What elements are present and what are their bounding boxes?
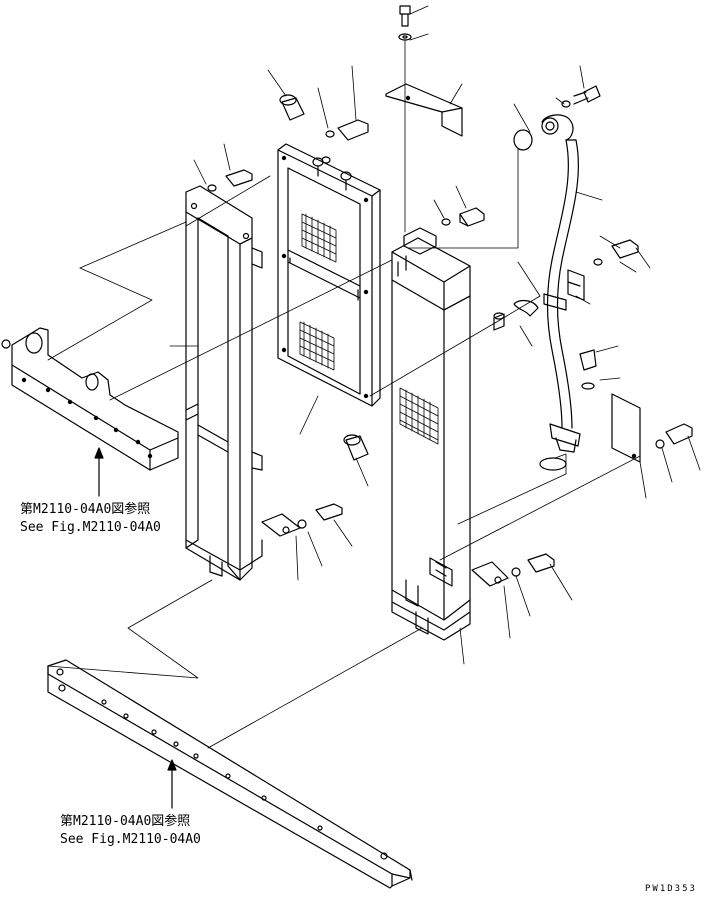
drawing-code: PW1D353: [645, 884, 697, 894]
callout-ellipses: [513, 129, 567, 471]
side-guard-plate: [611, 393, 641, 463]
radiator-core: [391, 227, 471, 641]
bottom-rail: [47, 659, 413, 889]
reference-note-upper-jp: 第M2110-04A0図参照: [20, 502, 151, 517]
hose-assembly: [541, 114, 581, 453]
reference-note-lower-en: See Fig.M2110-04A0: [60, 832, 201, 847]
assembly-lines: [47, 39, 641, 749]
reference-note-upper-en: See Fig.M2110-04A0: [20, 520, 161, 535]
reference-arrow-upper: [94, 447, 104, 497]
hose-clamps: [513, 269, 585, 317]
fasteners: [207, 5, 693, 587]
vertical-support-frame: [185, 185, 263, 581]
reference-arrow-lower: [167, 759, 177, 809]
leader-lines: [169, 5, 701, 665]
shroud-screen-panel: [277, 143, 381, 407]
top-bracket: [385, 83, 463, 137]
left-frame-bracket: [1, 327, 179, 471]
reference-note-lower-jp: 第M2110-04A0図参照: [60, 814, 191, 829]
